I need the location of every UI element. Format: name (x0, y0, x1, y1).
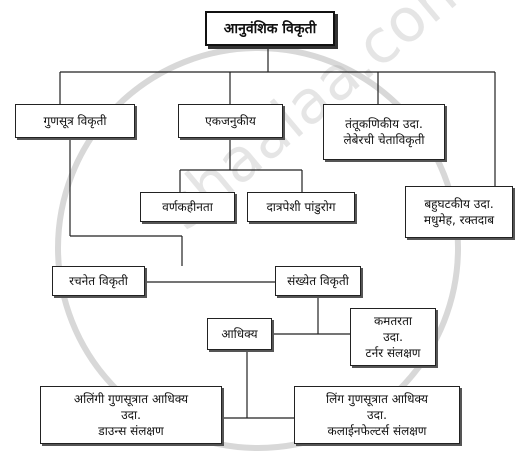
node-structural: रचनेत विकृती (52, 266, 145, 296)
node-mitochondrial-label: तंतूकणिकीय उदा. लेबेरची चेताविकृती (343, 117, 425, 147)
node-excess: आधिक्य (207, 318, 272, 350)
node-deficit: कमतरता उदा. टर्नर संलक्षण (350, 308, 436, 366)
node-deficit-label: कमतरता उदा. टर्नर संलक्षण (365, 314, 421, 360)
node-polygenic-label: बहुघटकीय उदा. मधुमेह, रक्तदाब (423, 197, 495, 227)
node-chromosomal: गुणसूत्र विकृती (15, 104, 135, 138)
node-structural-label: रचनेत विकृती (69, 274, 128, 288)
node-autosomal-excess-label: अलिंगी गुणसूत्रात आधिक्य उदा. डाउन्स संल… (73, 392, 189, 438)
node-root: आनुवंशिक विकृती (205, 11, 335, 46)
node-root-label: आनुवंशिक विकृती (223, 20, 317, 37)
node-autosomal-excess: अलिंगी गुणसूत्रात आधिक्य उदा. डाउन्स संल… (40, 386, 222, 444)
node-monogenic: एकजनुकीय (178, 104, 283, 138)
node-albinism: वर्णकहीनता (140, 192, 235, 222)
node-excess-label: आधिक्य (221, 327, 258, 341)
node-mitochondrial: तंतूकणिकीय उदा. लेबेरची चेताविकृती (323, 104, 445, 160)
node-sex-chromosome-excess-label: लिंग गुणसूत्रात आधिक्य उदा. कलाईनफेल्टर्… (326, 392, 428, 438)
node-sickle-cell-label: दात्रपेशी पांडुरोग (266, 200, 336, 214)
node-sex-chromosome-excess: लिंग गुणसूत्रात आधिक्य उदा. कलाईनफेल्टर्… (294, 386, 460, 444)
node-polygenic: बहुघटकीय उदा. मधुमेह, रक्तदाब (405, 186, 513, 238)
node-monogenic-label: एकजनुकीय (205, 114, 256, 128)
node-numerical-label: संख्येत विकृती (287, 274, 349, 288)
node-sickle-cell: दात्रपेशी पांडुरोग (247, 192, 355, 222)
node-chromosomal-label: गुणसूत्र विकृती (43, 114, 107, 128)
node-albinism-label: वर्णकहीनता (162, 200, 213, 214)
node-numerical: संख्येत विकृती (275, 266, 361, 296)
